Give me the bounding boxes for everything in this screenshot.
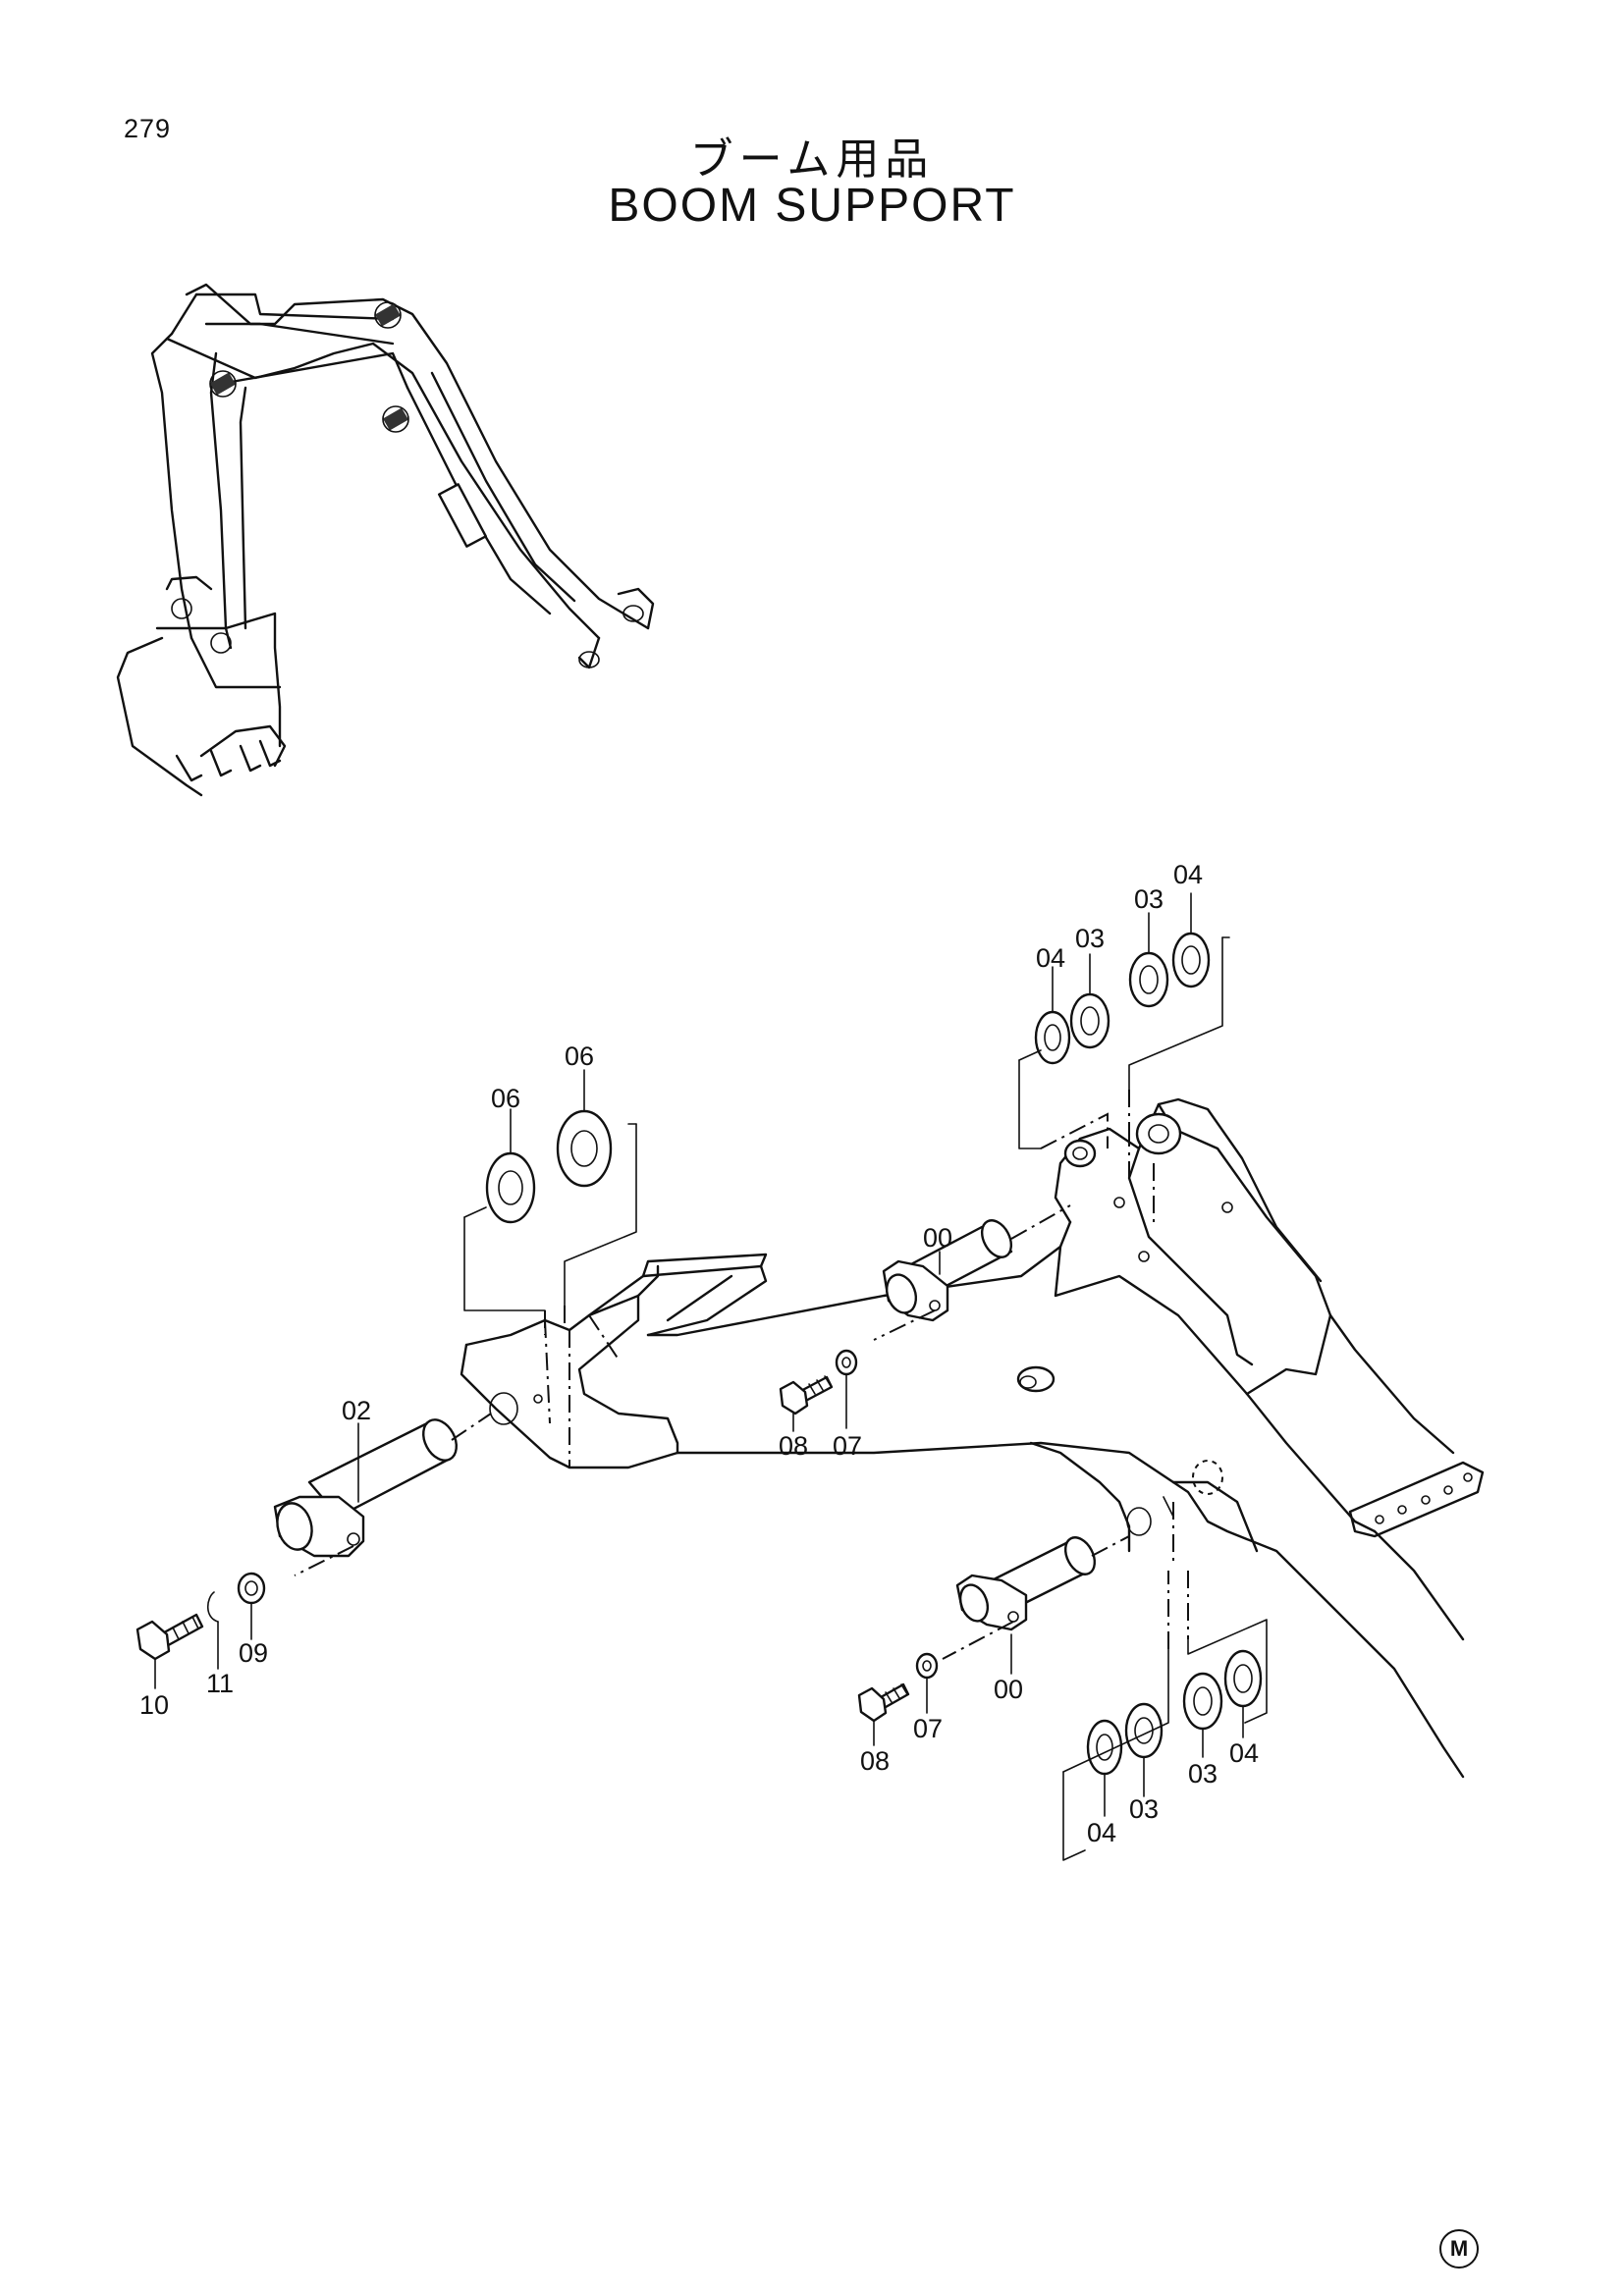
callout-label: 07	[833, 1431, 862, 1461]
callout-label: 06	[491, 1084, 520, 1113]
bolt-assembly-lower	[857, 1633, 1012, 1746]
leader-lines	[357, 892, 1244, 1817]
callout-label: 00	[994, 1675, 1023, 1704]
pin-left	[273, 1413, 492, 1576]
callout-label: 07	[913, 1714, 943, 1743]
pin-lower	[942, 1535, 1130, 1660]
callout-label: 11	[206, 1669, 234, 1698]
callout-labels: 04 03 03 04 06 06 00 02 08 07 10 11 09 0…	[139, 860, 1259, 1847]
page-title-english: BOOM SUPPORT	[608, 180, 1016, 232]
callout-label: 08	[860, 1746, 890, 1776]
callout-label: 03	[1188, 1759, 1218, 1789]
page-title-japanese: ブーム用品	[689, 134, 935, 185]
pin-upper	[873, 1204, 1071, 1341]
callout-label: 08	[779, 1431, 808, 1461]
callout-label: 00	[923, 1223, 952, 1253]
boom-body	[460, 1097, 1485, 1779]
washer-stack-upper-left	[463, 1109, 637, 1335]
callout-label: 10	[139, 1690, 169, 1720]
bolt-assembly-upper	[779, 1349, 858, 1432]
washer-stack-lower-right	[1062, 1571, 1268, 1861]
callout-label: 02	[342, 1396, 371, 1425]
callout-label: 04	[1036, 943, 1065, 973]
manufacturer-mark: M	[1439, 2229, 1479, 2269]
callout-label: 06	[565, 1041, 594, 1071]
callout-label: 09	[239, 1638, 268, 1668]
callout-label: 04	[1087, 1818, 1116, 1847]
callout-label: 03	[1129, 1794, 1159, 1824]
callout-label: 04	[1173, 860, 1203, 889]
washer-stack-upper-right	[1018, 932, 1230, 1149]
bolt-assembly-left	[135, 1572, 266, 1689]
callout-label: 03	[1134, 884, 1164, 914]
callout-label: 04	[1229, 1738, 1259, 1768]
page-number: 279	[124, 114, 172, 143]
excavator-overview-illustration	[116, 283, 655, 797]
callout-label: 03	[1075, 924, 1105, 953]
